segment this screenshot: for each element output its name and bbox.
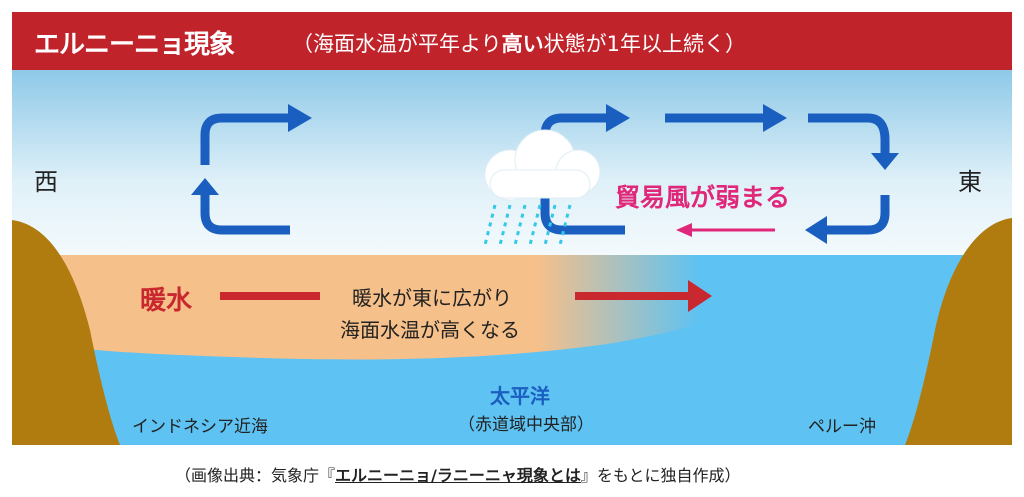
caption-text: 』をもとに独自作成） [580,466,741,485]
warm-water-desc-1: 暖水が東に広がり [352,286,512,310]
source-link[interactable]: エルニーニョ/ラニーニャ現象とは [335,466,581,485]
warm-water-area [12,255,820,360]
subtitle-text: 状態が1年以上続く） [543,32,746,56]
source-caption: （画像出典：気象庁『エルニーニョ/ラニーニャ現象とは』をもとに独自作成） [175,462,741,486]
ocean-sublabel: （赤道域中央部） [458,415,594,435]
cloud-icon [484,129,601,201]
warm-water-desc-2: 海面水温が高くなる [340,318,520,342]
land-west [12,220,120,445]
west-label: 西 [34,168,58,196]
rain-icon [483,204,572,246]
title-banner [12,12,1012,70]
trade-wind-label: 貿易風が弱まる [615,183,791,212]
trade-wind-arrow [676,223,775,237]
warm-water-label: 暖水 [140,286,193,316]
peru-label: ペルー沖 [808,417,876,437]
subtitle-text: （海面水温が平年より [292,32,502,56]
caption-text: （画像出典：気象庁『 [175,466,336,485]
subtitle-emphasis: 高い [501,32,544,56]
ocean-label: 太平洋 [490,384,550,408]
east-label: 東 [958,168,982,196]
page-title: エルニーニョ現象 [34,30,235,60]
warm-water-arrow [220,280,712,312]
land-east [905,218,1012,445]
indonesia-label: インドネシア近海 [132,417,268,437]
subtitle: （海面水温が平年より高い状態が1年以上続く） [292,28,746,58]
